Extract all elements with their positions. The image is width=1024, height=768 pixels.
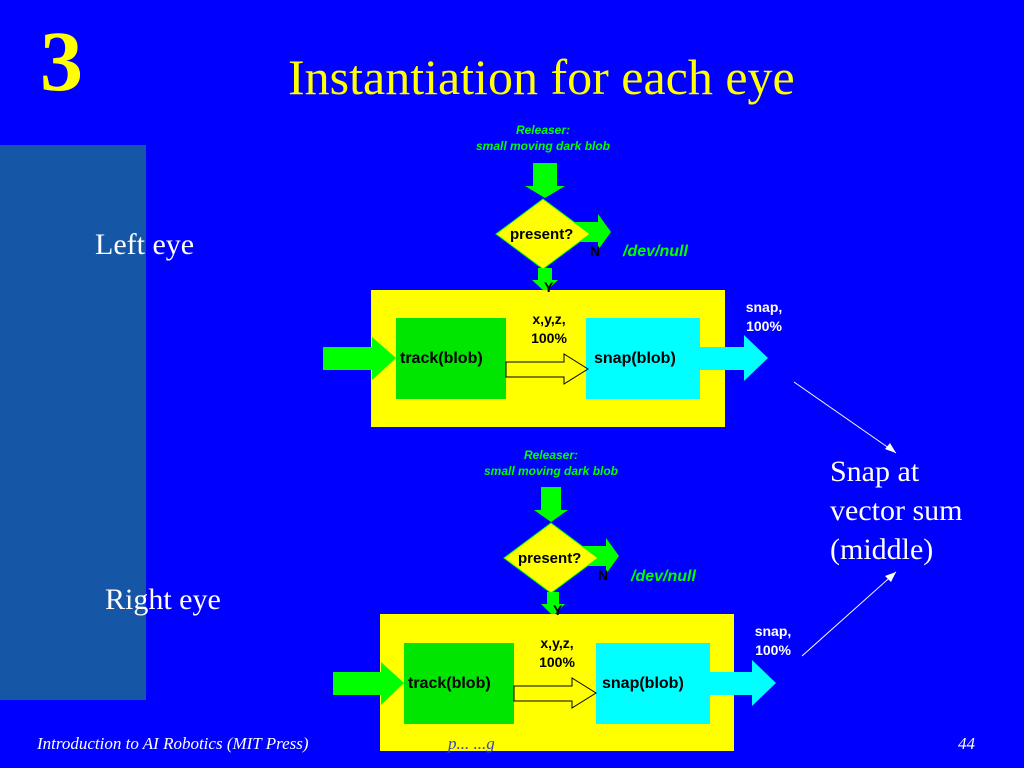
input-arrow: [333, 662, 404, 705]
footer-center-text: p... ...g: [448, 734, 495, 753]
track-label: track(blob): [408, 675, 491, 692]
output-label: snap, 100%: [745, 299, 783, 334]
devnull-label: /dev/null: [631, 568, 696, 585]
yes-arrow: [541, 592, 565, 616]
slide-number: 3: [40, 13, 83, 109]
no-label: N: [590, 243, 601, 259]
connector-label: x,y,z, 100%: [539, 635, 575, 670]
yes-label: Y: [553, 602, 563, 618]
yes-label: Y: [544, 279, 554, 295]
snap-vector-sum-label: Snap at vector sum (middle): [830, 455, 963, 566]
page-number: 44: [958, 734, 975, 753]
releaser-text: Releaser: small moving dark blob: [483, 448, 619, 478]
releaser-arrow: [534, 487, 568, 522]
decision-diamond: [495, 198, 591, 270]
pointer-line: [801, 571, 897, 657]
no-label: N: [598, 567, 609, 583]
output-label: snap, 100%: [754, 623, 792, 658]
right-eye-label: Right eye: [105, 583, 221, 616]
output-arrow: [700, 335, 768, 381]
connector-label: x,y,z, 100%: [531, 311, 567, 346]
track-label: track(blob): [400, 350, 483, 367]
releaser-text: Releaser: small moving dark blob: [475, 123, 611, 153]
decision-diamond: [503, 522, 599, 594]
devnull-label: /dev/null: [623, 243, 688, 260]
snap-box: [586, 318, 700, 399]
connector-arrow: [513, 677, 597, 709]
yes-arrow: [532, 268, 558, 292]
slide-title: Instantiation for each eye: [288, 49, 795, 105]
track-box: [404, 643, 514, 724]
connector-arrow: [505, 353, 589, 385]
input-arrow: [323, 337, 396, 380]
track-box: [396, 318, 506, 399]
side-panel: [0, 145, 146, 700]
output-arrow: [710, 660, 776, 706]
left-eye-label: Left eye: [95, 228, 195, 261]
snap-label: snap(blob): [594, 350, 676, 367]
decision-label: present?: [510, 226, 574, 243]
decision-label: present?: [518, 550, 582, 567]
snap-label: snap(blob): [602, 675, 684, 692]
releaser-arrow: [525, 163, 565, 198]
pointer-line: [793, 381, 897, 454]
footer-citation: Introduction to AI Robotics (MIT Press): [37, 734, 309, 753]
snap-box: [596, 643, 710, 724]
